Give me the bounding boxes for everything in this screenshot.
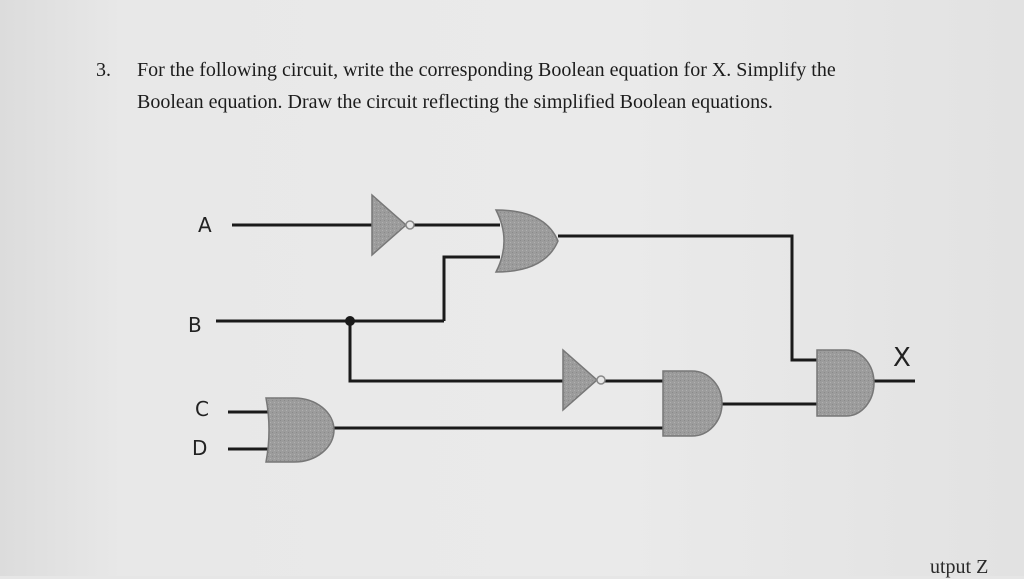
- wire-or-out: [558, 234, 818, 362]
- and-gate-middle: [662, 370, 723, 437]
- not-gate-b: [562, 348, 606, 412]
- question-number: 3.: [96, 59, 111, 81]
- wire-b-to-not: [348, 321, 565, 383]
- question-text-line-2: Boolean equation. Draw the circuit refle…: [137, 91, 773, 113]
- or-gate: [494, 209, 559, 273]
- wire-b-to-or: [442, 255, 500, 321]
- and-gate-output: [816, 349, 875, 417]
- wires: [216, 223, 915, 451]
- question-text-line-1: For the following circuit, write the cor…: [137, 59, 836, 81]
- cut-off-footer-text: utput Z: [930, 556, 989, 578]
- input-label-d: D: [192, 436, 207, 460]
- input-label-a: A: [198, 213, 212, 237]
- not-gate-a: [371, 193, 415, 257]
- input-label-b: B: [188, 313, 202, 337]
- input-label-c: C: [195, 397, 209, 421]
- junction-dot: [345, 316, 355, 326]
- and-gate-cd: [265, 397, 335, 463]
- output-label-x: X: [893, 343, 911, 373]
